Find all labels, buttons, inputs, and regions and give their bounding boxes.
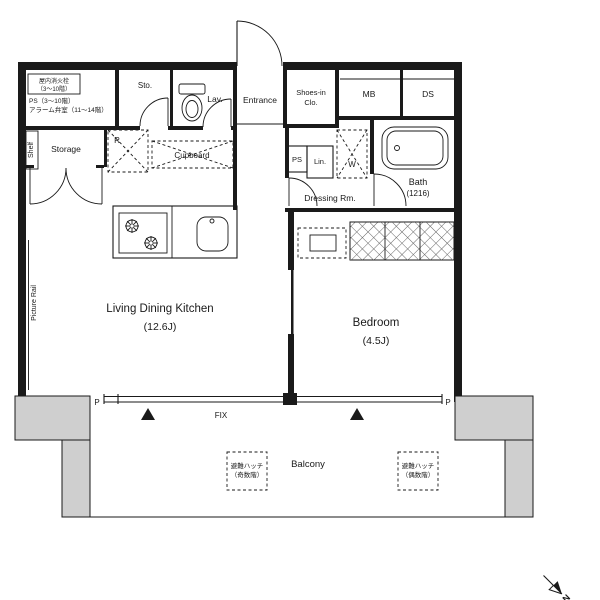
label-pillar-left: P xyxy=(94,398,99,407)
bath-door-arc xyxy=(373,173,407,207)
room-label-shoes-closet-line2: Clo. xyxy=(304,98,317,107)
room-label-ldk-size: (12.6J) xyxy=(144,321,177,333)
labels: 屋内消火栓 （3～10階） PS（3～10階） アラーム弁室（11～14階） S… xyxy=(28,77,451,479)
note-fire-hydrant-line2: （3～10階） xyxy=(37,85,71,93)
kitchen-counter xyxy=(112,205,238,259)
room-label-ldk: Living Dining Kitchen xyxy=(106,303,213,315)
room-label-sto: Sto. xyxy=(138,81,152,90)
label-pipe-space: PS xyxy=(292,155,302,164)
compass-north-label: N xyxy=(560,592,572,600)
dressing-door-arc xyxy=(288,177,318,207)
note-alarm-room: アラーム弁室（11～14階） xyxy=(29,105,108,114)
room-label-shoes-closet-line1: Shoes-in xyxy=(296,88,326,97)
balcony-structure xyxy=(14,395,534,518)
label-hatch-odd-line2: （奇数階） xyxy=(231,470,264,479)
door-swings xyxy=(29,20,407,207)
storage-door-arc-right xyxy=(65,167,103,205)
entrance-door-arc xyxy=(236,20,283,67)
balcony-column-left xyxy=(61,439,91,518)
stove-burner-icon xyxy=(124,218,140,234)
toilet-icon xyxy=(178,83,206,122)
room-label-bedroom: Bedroom xyxy=(353,317,400,329)
fire-hydrant-note-box xyxy=(27,73,81,95)
label-fix-window: FIX xyxy=(215,411,228,420)
balcony-wall-left xyxy=(14,395,91,441)
sto-door-arc xyxy=(139,97,169,127)
sliding-door-leaf xyxy=(291,266,294,338)
room-label-bath-size: (1216) xyxy=(406,189,429,198)
window-marker-triangle xyxy=(350,408,364,420)
shelf-unit xyxy=(25,130,39,170)
bedroom-counter xyxy=(297,227,347,259)
balcony-column-right xyxy=(504,439,534,518)
bedroom-closet xyxy=(349,221,455,261)
label-fridge: R xyxy=(114,136,120,145)
label-duct-space: DS xyxy=(422,89,434,99)
balcony-wall-right xyxy=(454,395,534,441)
label-hatch-odd-line1: 避難ハッチ xyxy=(231,461,264,470)
room-label-bath: Bath xyxy=(409,177,428,187)
storage-door-arc-left xyxy=(29,167,67,205)
label-cupboard: Cupboard xyxy=(174,151,209,160)
north-compass-icon: N xyxy=(543,575,572,600)
lavatory-door-arc xyxy=(202,98,232,128)
room-label-bedroom-size: (4.5J) xyxy=(363,335,390,347)
label-picture-rail: Picture Rail xyxy=(31,285,38,321)
fixtures xyxy=(25,73,455,390)
interior-walls xyxy=(26,70,462,397)
room-label-balcony: Balcony xyxy=(291,459,325,470)
window-marker-triangle xyxy=(141,408,155,420)
label-pillar-right: P xyxy=(445,398,450,407)
cupboard-space xyxy=(151,140,234,169)
room-label-storage: Storage xyxy=(51,144,81,154)
sink-icon xyxy=(196,216,229,252)
room-label-lavatory: Lav. xyxy=(207,94,222,104)
stove-burner-icon xyxy=(143,235,159,251)
label-shelf: Shelf xyxy=(28,142,35,158)
label-linen: Lin. xyxy=(314,157,326,166)
room-label-dressing: Dressing Rm. xyxy=(304,193,355,203)
bathtub-icon xyxy=(381,126,449,170)
note-ps-floors: PS（3～10階） xyxy=(29,96,75,105)
label-hatch-even-line2: （偶数階） xyxy=(402,470,435,479)
evacuation-hatch-even xyxy=(397,451,439,491)
note-fire-hydrant-line1: 屋内消火栓 xyxy=(39,77,69,85)
label-washer: W xyxy=(348,160,356,169)
window-band xyxy=(103,394,443,420)
room-label-entrance: Entrance xyxy=(243,95,277,105)
label-hatch-even-line1: 避難ハッチ xyxy=(402,461,435,470)
evacuation-hatch-odd xyxy=(226,451,268,491)
fridge-space xyxy=(107,129,149,173)
linen-box xyxy=(306,145,334,179)
washer-space xyxy=(336,129,368,179)
label-meter-box: MB xyxy=(363,89,376,99)
